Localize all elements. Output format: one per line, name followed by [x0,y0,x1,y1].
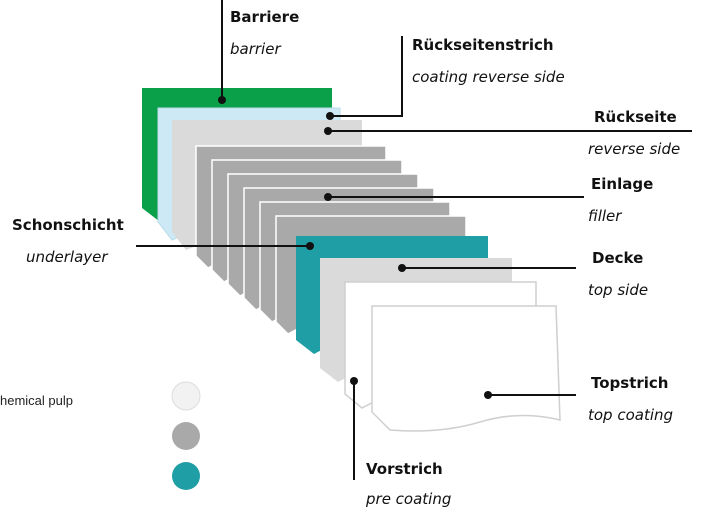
label-barrier-en: barrier [230,40,281,58]
label-underlayer-en: underlayer [26,248,108,266]
legend-swatch-teal [172,462,200,490]
leader-dots [218,96,492,399]
dot-pre-coating [350,377,358,385]
label-filler-en: filler [588,207,622,225]
label-filler-de: Einlage [591,175,654,193]
label-top-side-de: Decke [592,249,644,267]
dot-reverse-side [324,127,332,135]
legend-swatches [171,381,201,490]
dot-barrier [218,96,226,104]
label-coating-reverse-de: Rückseitenstrich [412,36,554,54]
label-top-coating-en: top coating [588,406,674,424]
legend-swatch-light [171,381,201,411]
label-reverse-side-de: Rückseite [594,108,677,126]
layer-stack [142,88,561,432]
label-top-coating-de: Topstrich [591,374,669,392]
dot-top-coating [484,391,492,399]
label-reverse-side-en: reverse side [588,140,681,158]
label-coating-reverse-en: coating reverse side [412,68,565,86]
legend-swatch-gray [172,422,200,450]
legend-label-1: hemical pulp [0,393,73,408]
label-top-side-en: top side [588,281,649,299]
label-pre-coating-en: pre coating [366,490,452,508]
leader-coating-reverse [330,36,403,117]
leader-lines [136,0,692,480]
label-pre-coating-de: Vorstrich [366,460,443,478]
dot-underlayer [306,242,314,250]
label-underlayer-de: Schonschicht [12,216,124,234]
dot-filler [324,193,332,201]
dot-top-side [398,264,406,272]
top-coating-layer [371,305,561,432]
label-barrier-de: Barriere [230,8,300,26]
dot-coating-reverse [326,112,334,120]
